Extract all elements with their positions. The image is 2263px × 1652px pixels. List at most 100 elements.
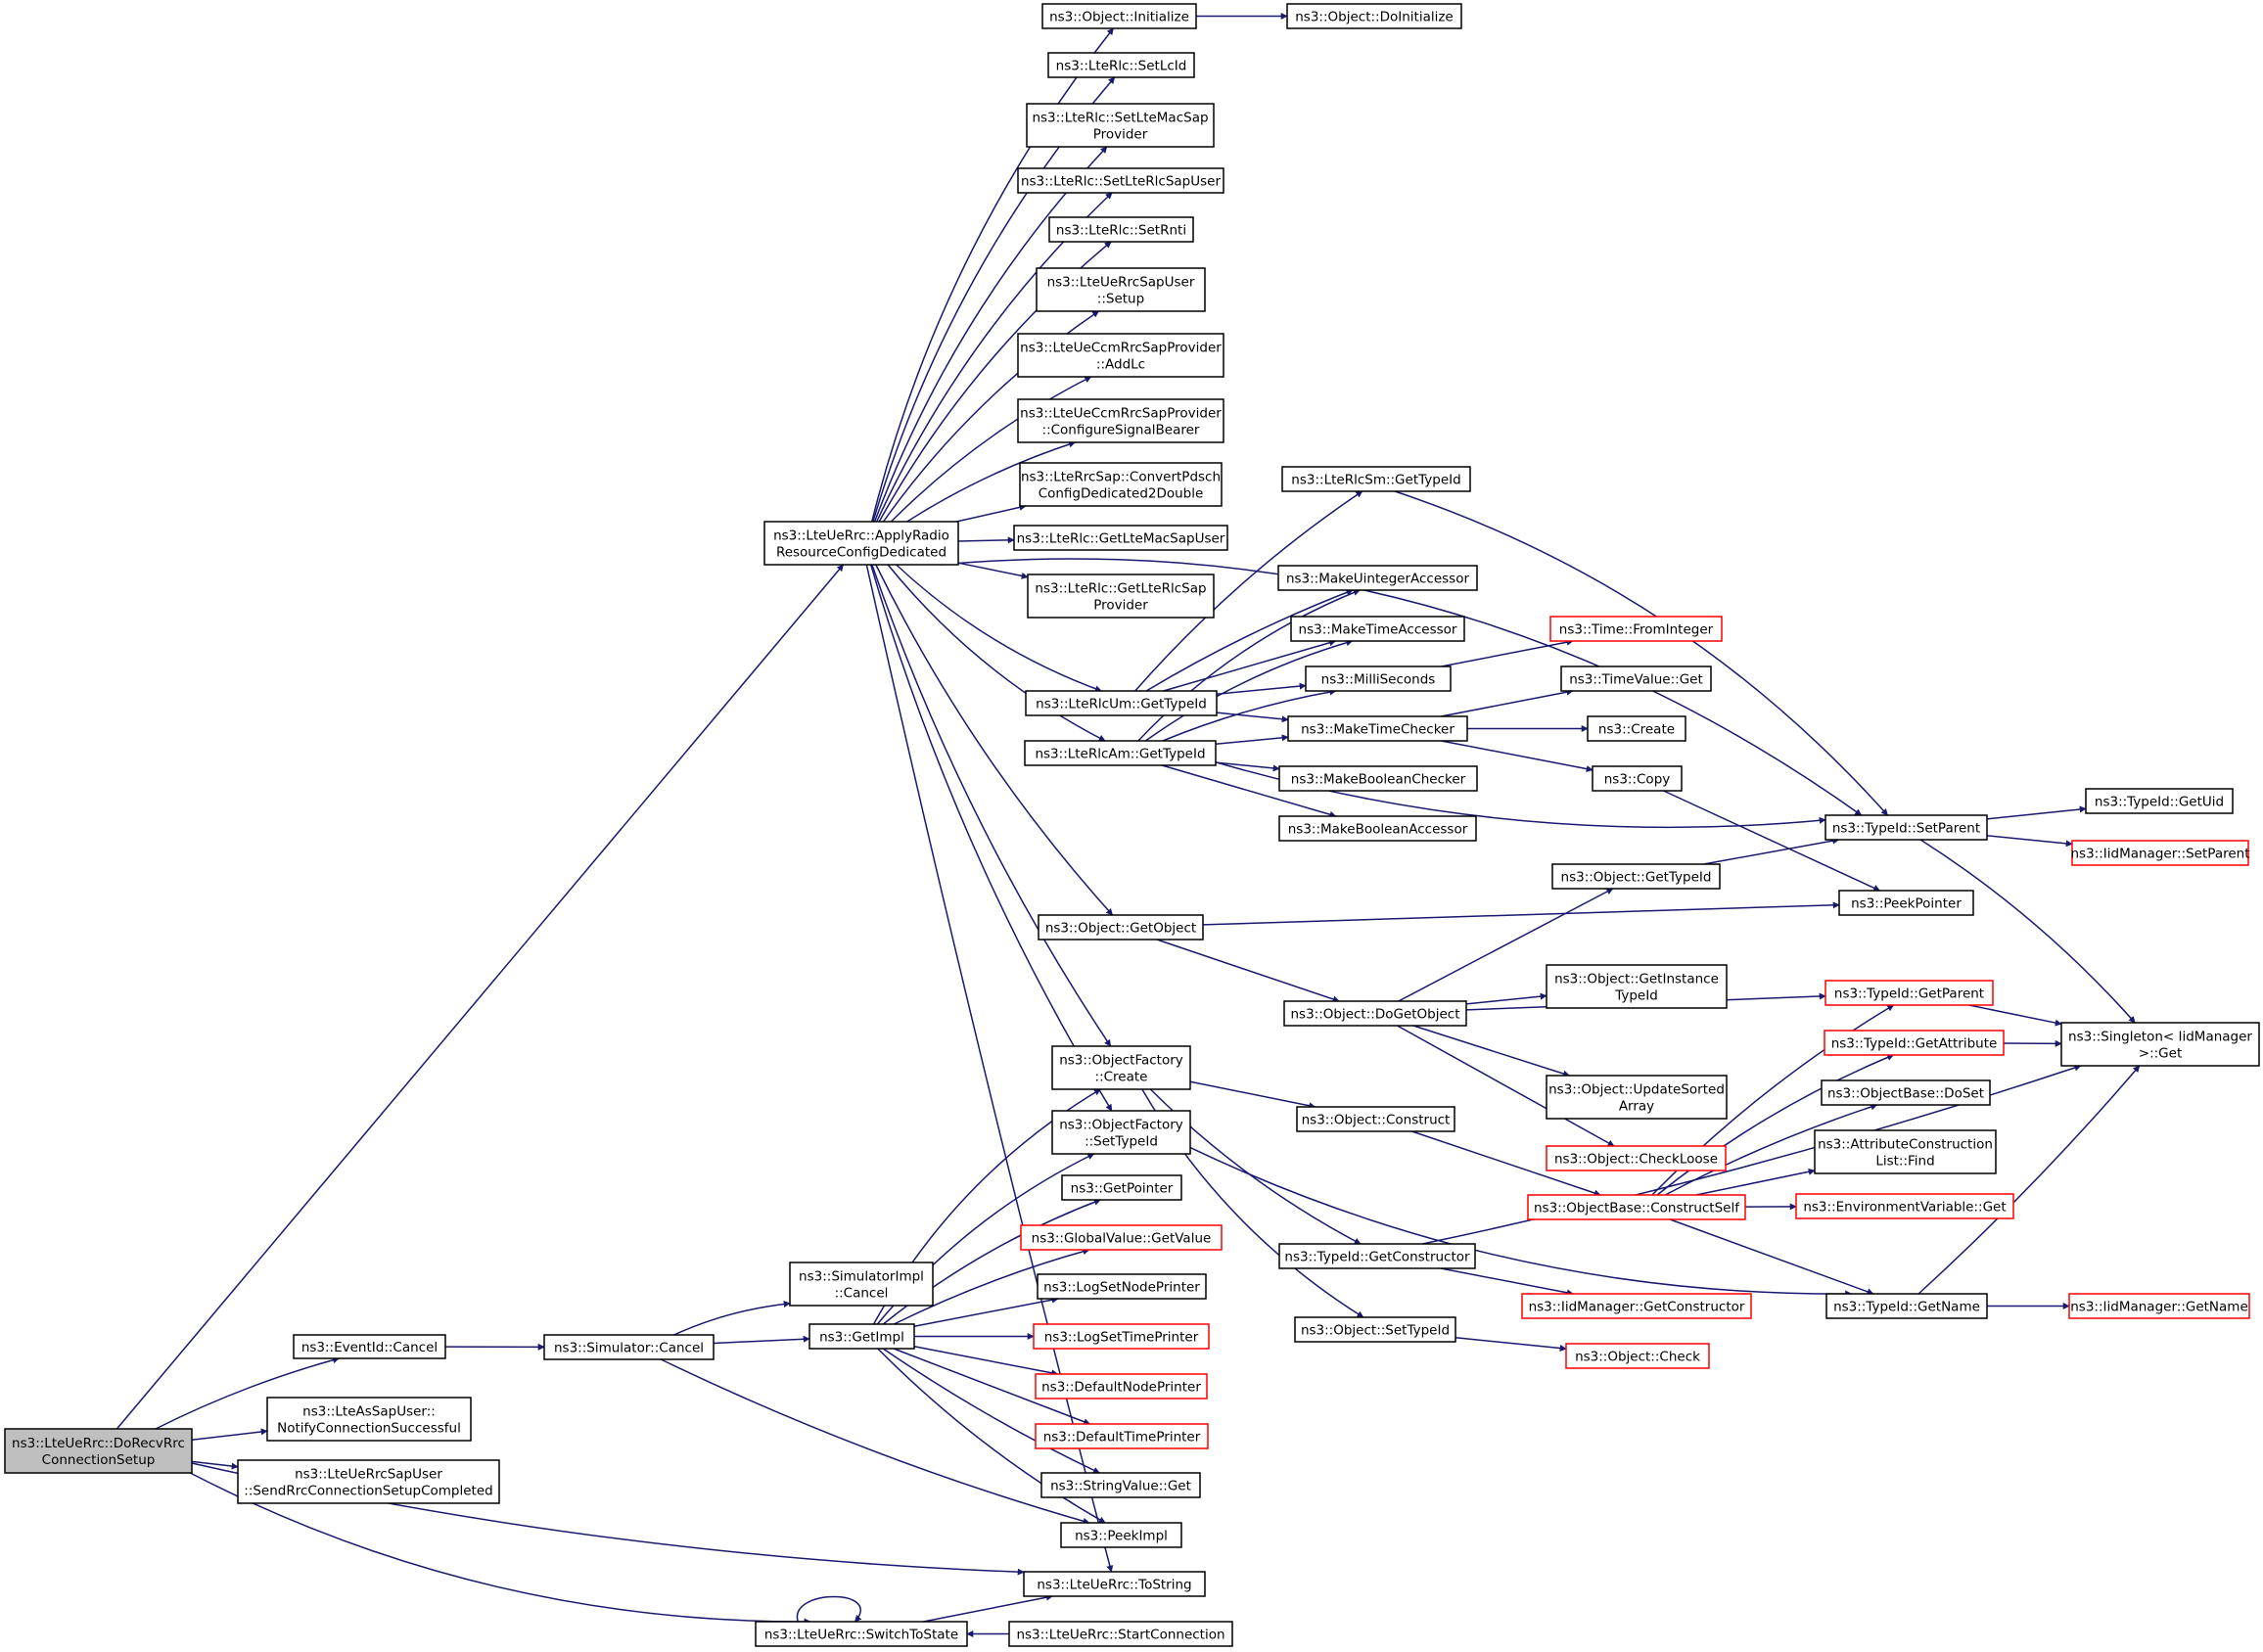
node-rlcSmTid[interactable]: ns3::LteRlcSm::GetTypeId [1281, 466, 1471, 492]
node-getLteMacSapUser[interactable]: ns3::LteRlc::GetLteMacSapUser [1013, 525, 1228, 551]
call-edge-applyRadio-to-ofSetTid [869, 564, 1113, 1112]
node-milliSec[interactable]: ns3::MilliSeconds [1305, 665, 1452, 692]
node-label: TypeId [1614, 988, 1658, 1004]
call-edge-objDoGetObj-to-objUpdSorted [1412, 1025, 1570, 1078]
node-objConstruct[interactable]: ns3::Object::Construct [1296, 1106, 1455, 1132]
node-eventCancel[interactable]: ns3::EventId::Cancel [293, 1334, 446, 1359]
node-box [1026, 103, 1215, 148]
node-mkTimeAcc[interactable]: ns3::MakeTimeAccessor [1290, 616, 1465, 642]
node-label: ns3::LteRlc::SetLteRlcSapUser [1021, 174, 1222, 190]
node-obConstructSelf[interactable]: ns3::ObjectBase::ConstructSelf [1527, 1194, 1746, 1220]
node-iidSetParent[interactable]: ns3::IidManager::SetParent [2071, 840, 2250, 866]
node-label: ns3::Object::Check [1575, 1350, 1700, 1365]
node-ofCreate[interactable]: ns3::ObjectFactory::Create [1051, 1045, 1191, 1090]
node-setLcId[interactable]: ns3::LteRlc::SetLcId [1047, 52, 1195, 78]
node-configSig[interactable]: ns3::LteUeCcmRrcSapProvider::ConfigureSi… [1017, 398, 1224, 443]
node-timeFromInt[interactable]: ns3::Time::FromInteger [1549, 616, 1723, 642]
node-label: ns3::Object::GetInstance [1554, 972, 1719, 987]
node-tidGetParent[interactable]: ns3::TypeId::GetParent [1824, 980, 1994, 1006]
node-rlcAmTid[interactable]: ns3::LteRlcAm::GetTypeId [1024, 740, 1217, 766]
node-label: ns3::LteUeCcmRrcSapProvider [1020, 341, 1222, 356]
node-objCheck[interactable]: ns3::Object::Check [1565, 1343, 1710, 1369]
node-tidGetAttr[interactable]: ns3::TypeId::GetAttribute [1824, 1030, 2005, 1056]
node-label: ns3::Create [1598, 722, 1675, 738]
node-label: ns3::LteRlcUm::GetTypeId [1036, 697, 1207, 712]
node-objGetTid[interactable]: ns3::Object::GetTypeId [1551, 863, 1721, 890]
node-mkBoolChk[interactable]: ns3::MakeBooleanChecker [1278, 765, 1478, 792]
node-tidSetParent[interactable]: ns3::TypeId::SetParent [1824, 814, 1988, 841]
node-label: ns3::Copy [1604, 772, 1671, 788]
node-objDoInit[interactable]: ns3::Object::DoInitialize [1286, 3, 1462, 29]
node-toString[interactable]: ns3::LteUeRrc::ToString [1023, 1571, 1206, 1597]
node-label: ::Create [1095, 1070, 1148, 1085]
node-iidGetCtor[interactable]: ns3::IidManager::GetConstructor [1521, 1293, 1752, 1319]
node-label: ns3::ObjectFactory [1059, 1053, 1183, 1069]
node-ofSetTid[interactable]: ns3::ObjectFactory::SetTypeId [1051, 1110, 1191, 1155]
node-startConn[interactable]: ns3::LteUeRrc::StartConnection [1008, 1621, 1233, 1647]
node-label: ns3::SimulatorImpl [799, 1269, 924, 1285]
node-objDoGetObj[interactable]: ns3::Object::DoGetObject [1283, 1000, 1467, 1027]
node-peekPointer[interactable]: ns3::PeekPointer [1838, 890, 1974, 916]
node-rrcSetup[interactable]: ns3::LteUeRrcSapUser::Setup [1036, 267, 1206, 312]
node-mkBoolAcc[interactable]: ns3::MakeBooleanAccessor [1278, 815, 1477, 842]
call-edge-tidSetParent-to-tidGetUid [1986, 805, 2087, 820]
node-obDoSet[interactable]: ns3::ObjectBase::DoSet [1821, 1079, 1991, 1106]
node-label: ns3::TypeId::GetUid [2095, 795, 2224, 810]
node-copy[interactable]: ns3::Copy [1592, 765, 1683, 792]
node-objGetObject[interactable]: ns3::Object::GetObject [1038, 914, 1204, 941]
node-create[interactable]: ns3::Create [1587, 715, 1686, 742]
call-edge-rlcAmTid-to-mkTimeChk [1215, 734, 1289, 745]
node-applyRadio[interactable]: ns3::LteUeRrc::ApplyRadioResourceConfigD… [763, 521, 959, 566]
node-switchToState[interactable]: ns3::LteUeRrc::SwitchToState [755, 1621, 968, 1647]
node-getPointer[interactable]: ns3::GetPointer [1061, 1174, 1182, 1201]
node-timeValGet[interactable]: ns3::TimeValue::Get [1560, 665, 1712, 692]
node-objSetTid[interactable]: ns3::Object::SetTypeId [1294, 1316, 1456, 1343]
node-singletonGet[interactable]: ns3::Singleton< IidManager>::Get [2060, 1022, 2260, 1067]
node-defNodePr[interactable]: ns3::DefaultNodePrinter [1035, 1373, 1208, 1400]
node-label: ns3::IidManager::GetConstructor [1529, 1300, 1745, 1315]
node-simCancel[interactable]: ns3::Simulator::Cancel [543, 1334, 715, 1360]
node-envGet[interactable]: ns3::EnvironmentVariable::Get [1795, 1193, 2014, 1219]
node-peekImpl[interactable]: ns3::PeekImpl [1060, 1522, 1182, 1548]
node-strValGet[interactable]: ns3::StringValue::Get [1040, 1472, 1201, 1498]
node-addLc[interactable]: ns3::LteUeCcmRrcSapProvider::AddLc [1017, 333, 1224, 378]
node-rlcUmTid[interactable]: ns3::LteRlcUm::GetTypeId [1025, 690, 1218, 716]
node-box [1546, 1145, 1727, 1171]
node-logTimePr[interactable]: ns3::LogSetTimePrinter [1033, 1323, 1210, 1350]
call-edge-rlcUmTid-to-mkTimeChk [1216, 711, 1289, 723]
node-tidGetCtor[interactable]: ns3::TypeId::GetConstructor [1278, 1243, 1476, 1269]
node-simImplCancel[interactable]: ns3::SimulatorImpl::Cancel [789, 1262, 934, 1307]
node-box [2068, 1293, 2250, 1319]
node-box [1527, 1194, 1746, 1220]
node-objInit[interactable]: ns3::Object::Initialize [1041, 3, 1197, 29]
node-box [1294, 1316, 1456, 1343]
node-objCheckLoose[interactable]: ns3::Object::CheckLoose [1546, 1145, 1727, 1171]
call-edge-applyRadio-to-configSig [906, 440, 1077, 523]
node-convertPdsch[interactable]: ns3::LteRrcSap::ConvertPdschConfigDedica… [1019, 462, 1223, 507]
node-logNodePr[interactable]: ns3::LogSetNodePrinter [1037, 1273, 1207, 1300]
node-tidGetUid[interactable]: ns3::TypeId::GetUid [2085, 788, 2234, 814]
node-gvGetValue[interactable]: ns3::GlobalValue::GetValue [1020, 1224, 1223, 1251]
node-defTimePr[interactable]: ns3::DefaultTimePrinter [1035, 1423, 1209, 1449]
node-box [1025, 690, 1218, 716]
node-mkTimeChk[interactable]: ns3::MakeTimeChecker [1287, 715, 1468, 742]
node-setRlcSapUser[interactable]: ns3::LteRlc::SetLteRlcSapUser [1017, 167, 1224, 194]
node-tidGetName[interactable]: ns3::TypeId::GetName [1825, 1293, 1988, 1319]
node-label: ns3::Object::GetTypeId [1561, 870, 1712, 886]
call-edge-rlcUmTid-to-mkUintAcc [1145, 589, 1354, 692]
node-getImpl[interactable]: ns3::GetImpl [808, 1323, 915, 1350]
node-lteAsNotify[interactable]: ns3::LteAsSapUser::NotifyConnectionSucce… [266, 1397, 472, 1442]
node-box [1290, 616, 1465, 642]
node-sendRrc[interactable]: ns3::LteUeRrcSapUser::SendRrcConnectionS… [237, 1459, 500, 1504]
node-setRnti[interactable]: ns3::LteRlc::SetRnti [1048, 216, 1194, 243]
node-mkUintAcc[interactable]: ns3::MakeUintegerAccessor [1277, 565, 1478, 591]
node-iidGetName[interactable]: ns3::IidManager::GetName [2068, 1293, 2250, 1319]
node-label: ns3::TypeId::SetParent [1832, 821, 1980, 837]
call-edge-simCancel-to-peekImpl [660, 1358, 1090, 1525]
